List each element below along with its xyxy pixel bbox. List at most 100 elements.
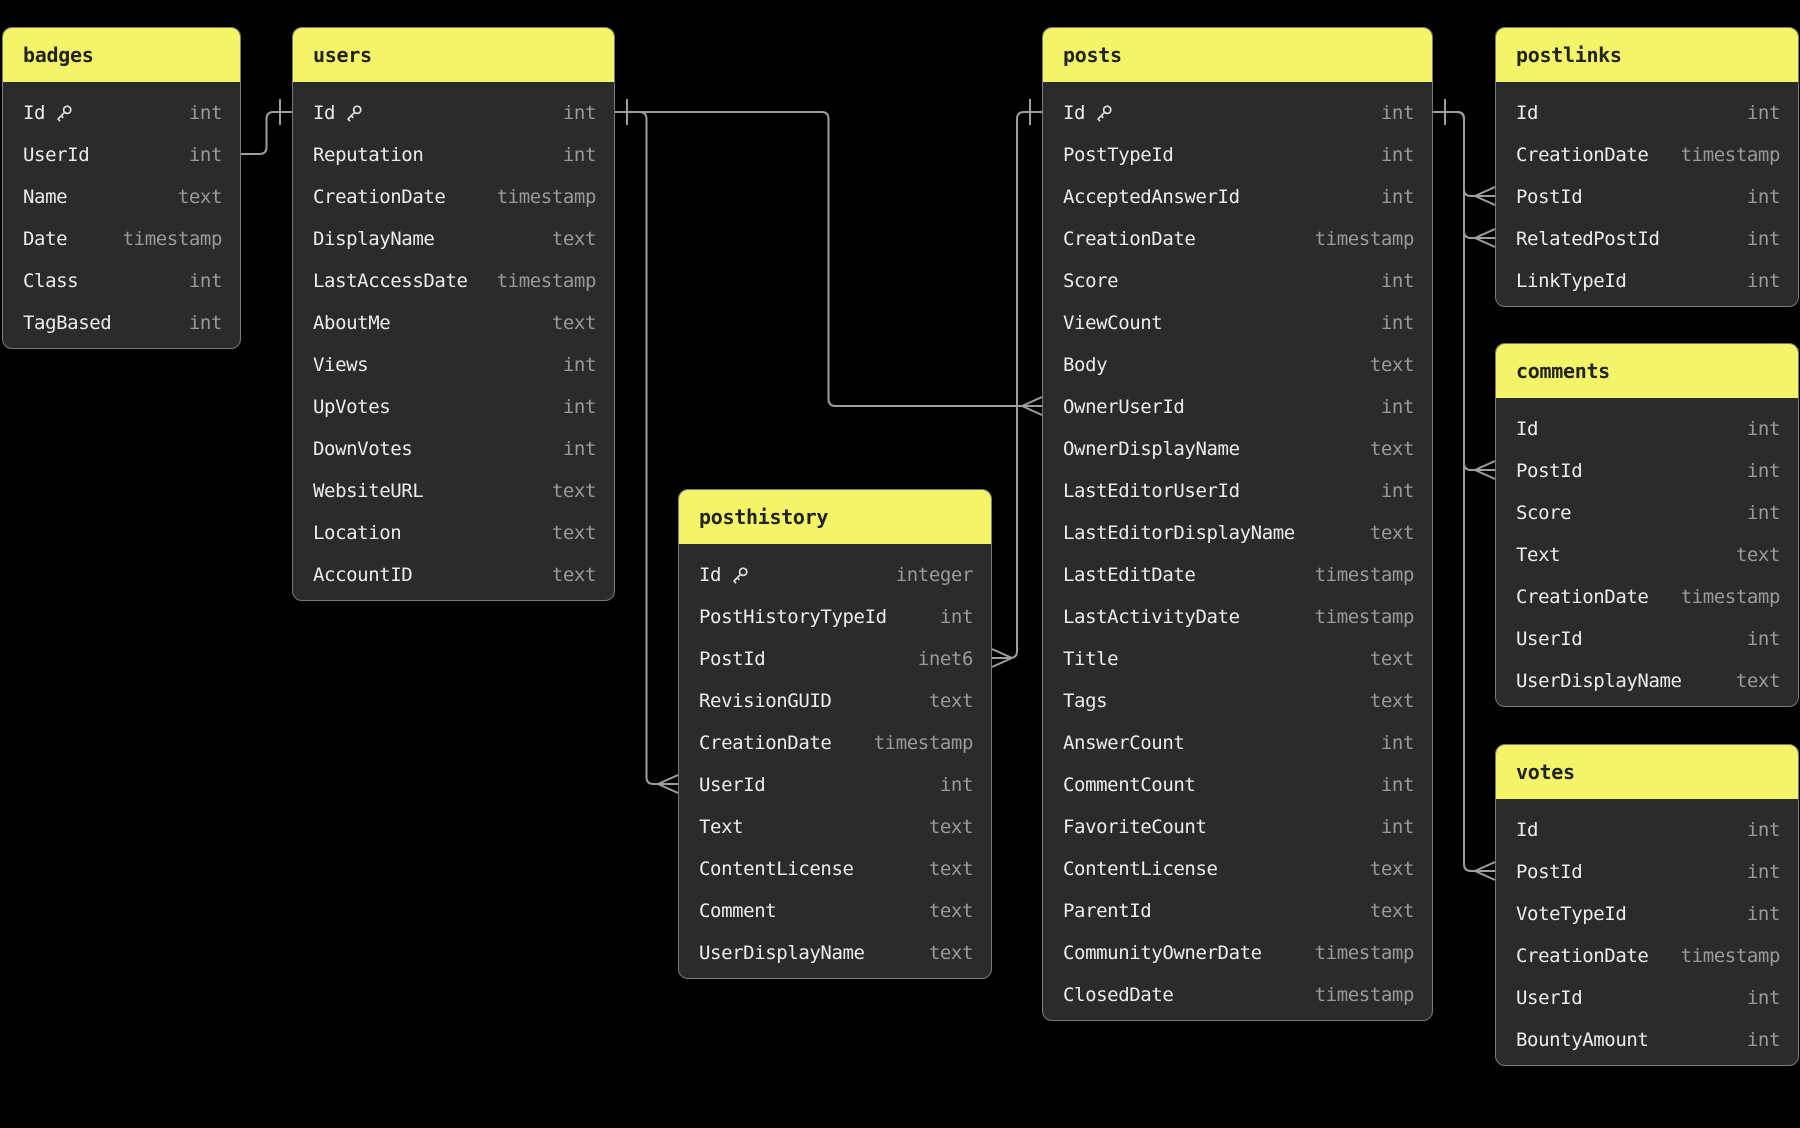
field-name: WebsiteURL xyxy=(313,480,424,502)
table-header-comments[interactable]: comments xyxy=(1496,344,1798,398)
relationship-badges-users-Id[interactable] xyxy=(241,99,292,155)
relationship-users-posthistory-UserId[interactable] xyxy=(615,99,679,794)
table-header-postlinks[interactable]: postlinks xyxy=(1496,28,1798,82)
field-name: LastActivityDate xyxy=(1063,606,1240,628)
table-header-posthistory[interactable]: posthistory xyxy=(679,490,991,544)
relationship-users-posts-OwnerUserId[interactable] xyxy=(615,99,1043,416)
field-type: int xyxy=(1746,228,1781,250)
field-name: PostId xyxy=(1516,186,1583,208)
field-name: ParentId xyxy=(1063,900,1152,922)
field-name: ClosedDate xyxy=(1063,984,1174,1006)
field-type: int xyxy=(939,774,974,796)
field-type: text xyxy=(928,900,974,922)
field-row-users-WebsiteURL[interactable]: WebsiteURL text xyxy=(293,470,614,512)
table-header-badges[interactable]: badges xyxy=(3,28,240,82)
field-name: Class xyxy=(23,270,79,292)
field-name: VoteTypeId xyxy=(1516,903,1627,925)
table-header-posts[interactable]: posts xyxy=(1043,28,1432,82)
table-header-users[interactable]: users xyxy=(293,28,614,82)
field-type: text xyxy=(551,480,597,502)
table-header-votes[interactable]: votes xyxy=(1496,745,1798,799)
field-name: Id xyxy=(23,102,46,124)
relationship-posts-votes-PostId[interactable] xyxy=(1433,99,1496,881)
relationship-posts-posthistory-PostId[interactable] xyxy=(991,99,1042,668)
